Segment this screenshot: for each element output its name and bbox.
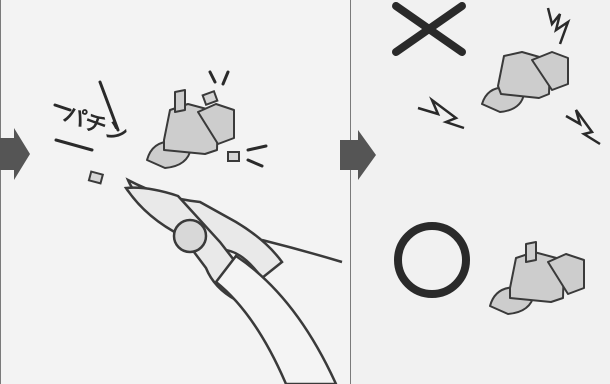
circle-mark-icon — [398, 226, 466, 294]
sound-effect-text: パチン — [60, 102, 131, 148]
clean-part-icon — [490, 242, 584, 314]
cross-mark-icon — [396, 6, 462, 52]
right-arrow-icon — [340, 130, 376, 180]
cut-part-icon — [147, 90, 234, 168]
nipper-tool-icon — [126, 180, 342, 384]
damaged-part-icon — [482, 52, 568, 112]
right-arrow-icon — [0, 128, 30, 180]
